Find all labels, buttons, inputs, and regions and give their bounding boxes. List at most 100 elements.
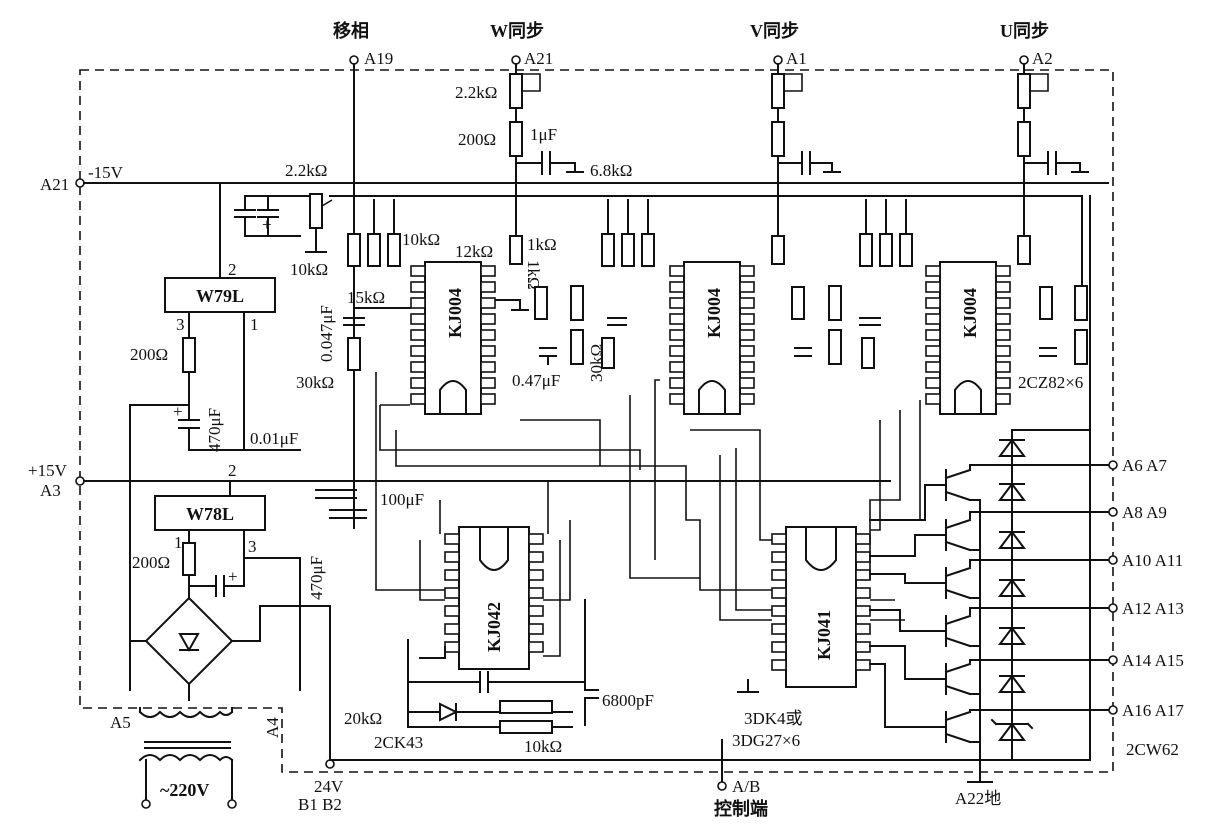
module-boundary	[79, 69, 1114, 773]
bank2-r3	[641, 233, 655, 267]
a14a15-terminal	[1108, 655, 1118, 665]
kj042-wiring	[407, 639, 586, 713]
a22-ground	[967, 769, 993, 783]
kj004-chip-3: KJ004	[925, 261, 1011, 415]
kj3-pot	[1074, 285, 1088, 321]
diode-6	[998, 674, 1026, 693]
transistor-emitters	[969, 499, 981, 771]
bank3-r3	[899, 233, 913, 267]
minus15-label: -15V	[88, 163, 124, 182]
kj2-pot	[828, 285, 842, 321]
bank1-r2	[367, 233, 381, 267]
transistor-3	[869, 566, 972, 600]
bridge-right-wire	[231, 605, 331, 761]
r-10k-b-label: 10kΩ	[524, 737, 562, 756]
w78l-regulator	[154, 495, 266, 531]
a14a15-label: A14 A15	[1122, 651, 1184, 670]
kj004-chip-2: KJ004	[669, 261, 755, 415]
transistor-2	[869, 518, 972, 557]
u-capacitor	[1023, 151, 1089, 175]
a2-label: A2	[1032, 49, 1053, 68]
kj2-cap	[607, 317, 627, 326]
cap-plus: +	[262, 215, 272, 234]
pot-2k2-wiper	[321, 199, 333, 207]
kj004-2-notch	[698, 380, 726, 415]
kj004-3-pins	[925, 265, 1011, 405]
bank2-wires	[607, 199, 649, 235]
c-470-b-label: 470μF	[307, 556, 326, 600]
r-1k-label: 1kΩ	[527, 235, 557, 254]
diode-1	[998, 438, 1026, 457]
output-terminals	[1108, 460, 1118, 715]
kj041-notch	[805, 526, 837, 571]
kj3-cap	[859, 317, 881, 326]
d-2ck43-diode	[407, 702, 573, 728]
resistor-bank-3	[859, 199, 913, 267]
a3-terminal	[75, 476, 85, 486]
pot-2k2-resistor	[309, 193, 323, 229]
bank3-r1	[859, 233, 873, 267]
a21-top-terminal	[511, 55, 521, 65]
u-sync-label: U同步	[1000, 20, 1049, 41]
a22-label: A22地	[955, 789, 1001, 808]
r-200-b-label: 200Ω	[132, 553, 170, 572]
r-10k-label: 10kΩ	[402, 230, 440, 249]
a5-label: A5	[110, 713, 131, 732]
kj004-2-label: KJ004	[704, 288, 724, 338]
a21-top-label: A21	[524, 49, 553, 68]
transistor-label-1: 3DK4或	[744, 709, 803, 728]
ground-bus	[329, 429, 1091, 761]
w-pot-label: 2.2kΩ	[455, 83, 497, 102]
pot-2k2-label: 2.2kΩ	[285, 161, 327, 180]
mains-terminal-1	[141, 799, 151, 809]
resistor-bank-2	[601, 199, 655, 267]
w79l-feed	[129, 371, 190, 421]
r-1k-b-label: 1kΩ	[524, 260, 543, 290]
a12a13-terminal	[1108, 603, 1118, 613]
transistor-4	[869, 609, 972, 648]
c-047-label: 0.47μF	[512, 371, 560, 390]
diode-4	[998, 578, 1026, 597]
left-cap-1	[234, 195, 301, 237]
kj041-chip: KJ041	[771, 526, 871, 688]
kj004-2-pins	[669, 265, 755, 405]
w78l-cap-wire	[188, 529, 301, 691]
transistor-outputs	[969, 464, 1111, 713]
kj004-1-label: KJ004	[445, 288, 465, 338]
pot-10k-label: 10kΩ	[290, 260, 328, 279]
kj004-2-body	[683, 261, 741, 415]
c-6800p-label: 6800pF	[602, 691, 654, 710]
kj2-resistor-a	[601, 337, 615, 369]
diodes-2cz-label: 2CZ82×6	[1018, 373, 1083, 392]
mains-leads	[145, 759, 233, 801]
a16a17-terminal	[1108, 705, 1118, 715]
c-047-capacitor	[539, 347, 557, 365]
ab-terminal	[717, 781, 727, 791]
w78l-pin3-label: 3	[248, 537, 257, 556]
kj3-resistor-a	[861, 337, 875, 369]
r-1k-resistor	[509, 235, 523, 265]
pot-top-wire	[244, 195, 317, 205]
pot-kj1-resistor	[570, 285, 584, 321]
w-1uf-capacitor	[541, 151, 551, 175]
v-pot-wiper	[778, 73, 803, 92]
bank3-r2	[879, 233, 893, 267]
a21-left-label: A21	[40, 175, 69, 194]
b1b2-label: B1 B2	[298, 795, 342, 814]
bank3-wires	[865, 199, 907, 235]
bank2-r2	[621, 233, 635, 267]
kj3-resistor-c	[1074, 329, 1088, 365]
w79l-pin1-label: 1	[250, 315, 259, 334]
zener-diode	[990, 718, 1034, 741]
u-200-resistor	[1017, 121, 1031, 157]
phase-shift-label: 移相	[333, 20, 369, 41]
c-100-capacitor	[315, 480, 367, 529]
r-30k-b-resistor	[570, 329, 584, 365]
a10a11-label: A10 A11	[1122, 551, 1183, 570]
kj004-3-label: KJ004	[960, 288, 980, 338]
a8a9-label: A8 A9	[1122, 503, 1167, 522]
bank1-wires	[353, 199, 395, 235]
r-30k-label: 30kΩ	[296, 373, 334, 392]
transformer-core	[144, 741, 231, 749]
transistor-5	[869, 645, 972, 696]
